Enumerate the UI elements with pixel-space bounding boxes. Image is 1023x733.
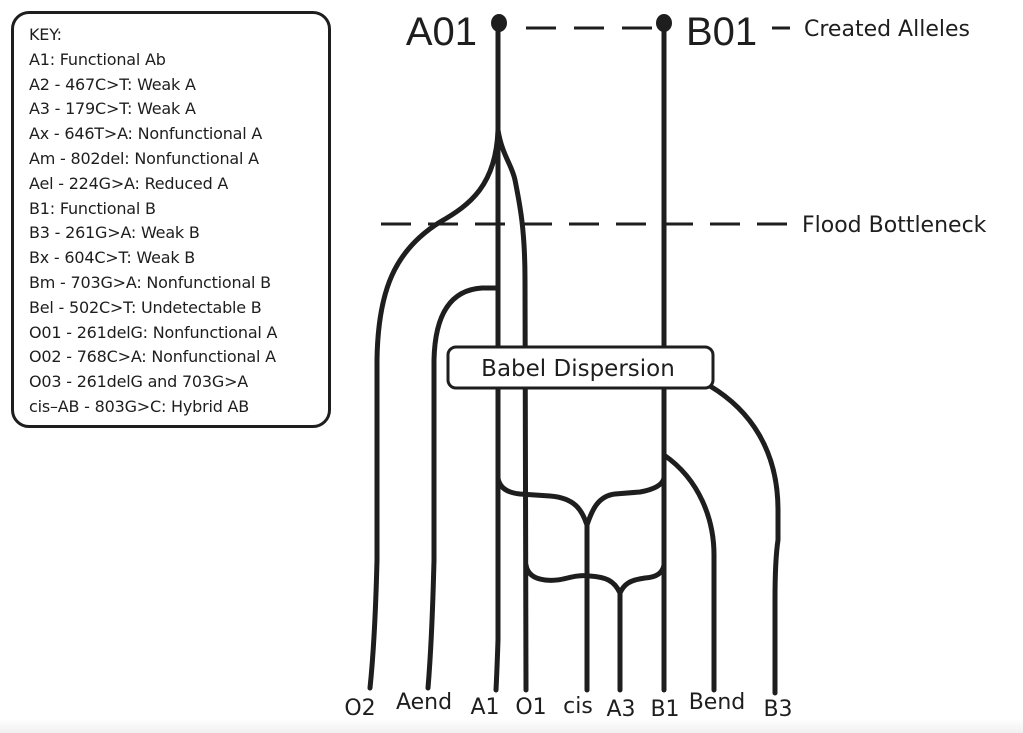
key-entry: O03 - 261delG and 703G>A: [29, 372, 249, 392]
leaf-label-o1: O1: [515, 695, 546, 720]
leaf-label-a3: A3: [606, 697, 635, 722]
leaf-label-bend: Bend: [689, 690, 746, 715]
created-alleles-label: Created Alleles: [804, 17, 970, 42]
lineage-cis-left: [495, 475, 590, 528]
lineage-o1: [495, 127, 529, 693]
babel-dispersion-label: Babel Dispersion: [481, 356, 675, 382]
babel-dispersion-box: [446, 345, 715, 390]
key-entry: A2 - 467C>T: Weak A: [29, 74, 196, 94]
leaf-label-b1: B1: [650, 697, 679, 722]
key-entry: Bel - 502C>T: Undetectable B: [29, 297, 262, 317]
key-entry: B1: Functional B: [29, 198, 156, 218]
lineage-b3: [707, 383, 781, 696]
key-entry: A3 - 179C>T: Weak A: [29, 99, 196, 119]
flood-bottleneck-label: Flood Bottleneck: [802, 213, 987, 238]
leaf-label-b3: B3: [763, 697, 792, 722]
bottom-edge: [0, 719, 1023, 733]
key-entry: O02 - 768C>A: Nonfunctional A: [29, 347, 276, 367]
key-entry: Bx - 604C>T: Weak B: [29, 248, 196, 268]
key-entry: cis–AB - 803G>C: Hybrid AB: [29, 396, 250, 416]
lineage-o2: [367, 127, 501, 691]
key-entry: Am - 802del: Nonfunctional A: [29, 148, 259, 168]
root-a01-label: A01: [406, 10, 477, 54]
lineage-a3-left: [523, 562, 623, 596]
leaf-label-cis: cis: [563, 694, 593, 719]
key-entry: Ax - 646T>A: Nonfunctional A: [29, 124, 263, 144]
key-entry: Ael - 224G>A: Reduced A: [29, 173, 229, 193]
key-entry: Bm - 703G>A: Nonfunctional B: [29, 272, 271, 292]
lineage-aend: [425, 285, 501, 691]
lineage-a3-right: [617, 562, 667, 596]
root-b01-label: B01: [686, 10, 757, 54]
lineage-cis-right: [584, 475, 667, 528]
leaf-label-a1: A1: [470, 695, 499, 720]
key-title: KEY:: [29, 25, 62, 44]
lineage-bend: [661, 452, 717, 693]
key-entry: A1: Functional Ab: [29, 49, 166, 69]
lineage-a1: [493, 21, 501, 693]
key-legend: KEY: A1: Functional Ab A2 - 467C>T: Weak…: [11, 11, 331, 428]
leaf-label-aend: Aend: [396, 690, 452, 715]
a01-root-dot: [491, 14, 507, 32]
key-entry: O01 - 261delG: Nonfunctional A: [29, 322, 278, 342]
leaf-label-o2: O2: [344, 696, 375, 721]
b01-root-dot: [656, 14, 672, 32]
key-entry: B3 - 261G>A: Weak B: [29, 223, 200, 243]
